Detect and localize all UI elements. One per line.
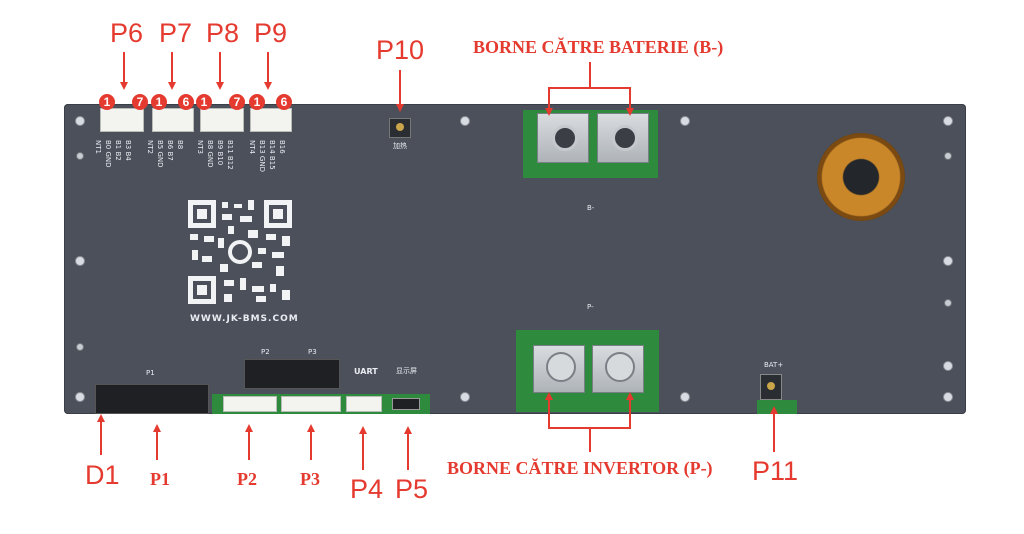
- mounting-hole: [944, 299, 952, 307]
- mounting-screw: [75, 392, 85, 402]
- mounting-screw: [460, 116, 470, 126]
- uart-label: UART: [354, 367, 378, 376]
- website-label: WWW.JK-BMS.COM: [190, 314, 299, 324]
- p2-silk: P2: [261, 348, 270, 356]
- display-label: 显示屏: [396, 367, 417, 375]
- mounting-screw: [75, 116, 85, 126]
- connector-p7: [152, 108, 194, 132]
- mounting-screw: [943, 361, 953, 371]
- pin1-badge: 1: [99, 94, 115, 110]
- p-minus-terminal-left: [533, 345, 585, 393]
- label-p9: P9: [254, 18, 288, 48]
- connector-p5: [392, 398, 420, 410]
- label-p6: P6: [110, 18, 144, 48]
- label-p2: P2: [237, 469, 257, 489]
- connector-p3: [281, 396, 341, 412]
- p3-silk: P3: [308, 348, 317, 356]
- pin-last-badge: 7: [132, 94, 148, 110]
- label-d1: D1: [85, 460, 120, 490]
- terminal-hole: [552, 125, 578, 151]
- qr-code: [188, 200, 292, 304]
- label-p8: P8: [206, 18, 240, 48]
- label-p3: P3: [300, 469, 320, 489]
- mounting-screw: [460, 392, 470, 402]
- mounting-screw: [680, 392, 690, 402]
- mounting-hole: [944, 152, 952, 160]
- pin-last-badge: 6: [178, 94, 194, 110]
- toroid-inductor: [817, 133, 905, 221]
- mounting-screw: [943, 392, 953, 402]
- p-minus-label: P-: [587, 303, 594, 311]
- connector-p2: [223, 396, 277, 412]
- pin1-badge: 1: [151, 94, 167, 110]
- label-p1: P1: [150, 469, 170, 489]
- label-p4: P4: [350, 474, 384, 504]
- label-p11: P11: [752, 456, 799, 486]
- label-p7: P7: [159, 18, 193, 48]
- mounting-hole: [76, 152, 84, 160]
- mounting-hole: [76, 343, 84, 351]
- p1-silk: P1: [146, 369, 155, 377]
- terminal-screw: [546, 352, 576, 382]
- label-p10: P10: [376, 35, 425, 65]
- label-borne-invertor: BORNE CĂTRE INVERTOR (P-): [447, 458, 713, 478]
- connector-p9: [250, 108, 292, 132]
- connector-p10-hole: [396, 123, 404, 131]
- connector-p11-hole: [767, 382, 775, 390]
- heat-label: 加热: [393, 142, 407, 150]
- mounting-screw: [680, 116, 690, 126]
- terminal-hole: [612, 125, 638, 151]
- pin-last-badge: 7: [229, 94, 245, 110]
- bracket-invertor: [548, 396, 631, 429]
- relay-block: [244, 359, 340, 389]
- b-minus-terminal-left: [537, 113, 589, 163]
- pin1-badge: 1: [196, 94, 212, 110]
- connector-p8: [200, 108, 244, 132]
- label-p5: P5: [395, 474, 429, 504]
- label-borne-baterie: BORNE CĂTRE BATERIE (B-): [473, 37, 724, 57]
- pin1-badge: 1: [249, 94, 265, 110]
- connector-p6: [100, 108, 144, 132]
- bat-plus-label: BAT+: [764, 361, 784, 369]
- mounting-screw: [943, 256, 953, 266]
- connector-p4: [346, 396, 382, 412]
- terminal-screw: [605, 352, 635, 382]
- connector-p1: [95, 384, 209, 414]
- b-minus-label: B-: [587, 204, 595, 212]
- mounting-screw: [75, 256, 85, 266]
- bracket-baterie: [548, 87, 631, 112]
- pin-last-badge: 6: [276, 94, 292, 110]
- mounting-screw: [943, 116, 953, 126]
